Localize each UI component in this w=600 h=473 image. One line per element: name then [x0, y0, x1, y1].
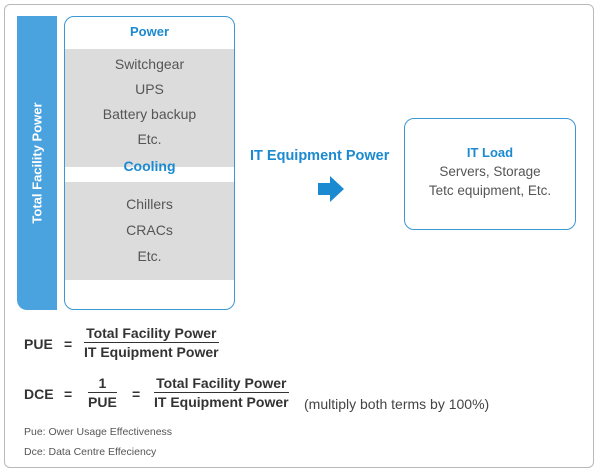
dce-definition: Dce: Data Centre Effeciency — [24, 446, 157, 458]
it-load-line: Tetc equipment, Etc. — [428, 183, 552, 198]
pue-denominator: IT Equipment Power — [84, 344, 219, 360]
pue-numerator: Total Facility Power — [84, 325, 219, 343]
dce-label: DCE — [24, 386, 54, 402]
power-item: UPS — [135, 81, 164, 97]
it-load-title: IT Load — [466, 145, 514, 160]
dce-inverse-fraction: 1 PUE — [88, 375, 117, 410]
dce-pue-denominator: PUE — [88, 394, 117, 410]
power-items-block: Switchgear UPS Battery backup Etc. — [65, 49, 234, 167]
total-facility-power-bar: Total Facility Power — [17, 16, 57, 310]
right-arrow-icon — [318, 176, 344, 202]
cooling-title: Cooling — [123, 158, 176, 174]
dce-numerator: Total Facility Power — [154, 375, 289, 393]
dce-one: 1 — [88, 375, 117, 393]
power-item: Battery backup — [102, 106, 197, 122]
power-item: Switchgear — [114, 56, 185, 72]
dce-note: (multiply both terms by 100%) — [304, 396, 490, 412]
it-load-line: Servers, Storage — [439, 164, 541, 179]
dce-denominator: IT Equipment Power — [154, 394, 289, 410]
cooling-item: Chillers — [126, 196, 173, 212]
diagram-frame — [4, 4, 594, 468]
power-item: Etc. — [137, 131, 162, 147]
cooling-items-block: Chillers CRACs Etc. — [65, 182, 234, 280]
it-load-box: IT Load Servers, Storage Tetc equipment,… — [404, 118, 576, 230]
cooling-item: CRACs — [126, 222, 173, 238]
facility-components-box: Power Switchgear UPS Battery backup Etc.… — [64, 16, 235, 310]
dce-equals-2: = — [132, 386, 141, 402]
dce-equals: = — [64, 386, 73, 402]
pue-definition: Pue: Ower Usage Effectiveness — [24, 426, 173, 438]
pue-fraction: Total Facility Power IT Equipment Power — [84, 325, 219, 360]
total-facility-power-label: Total Facility Power — [29, 102, 45, 224]
pue-equals: = — [64, 336, 73, 352]
pue-label: PUE — [24, 336, 53, 352]
cooling-item: Etc. — [137, 248, 162, 264]
it-equipment-power-label: IT Equipment Power — [250, 148, 390, 164]
power-title: Power — [129, 24, 169, 39]
dce-fraction: Total Facility Power IT Equipment Power — [154, 375, 289, 410]
